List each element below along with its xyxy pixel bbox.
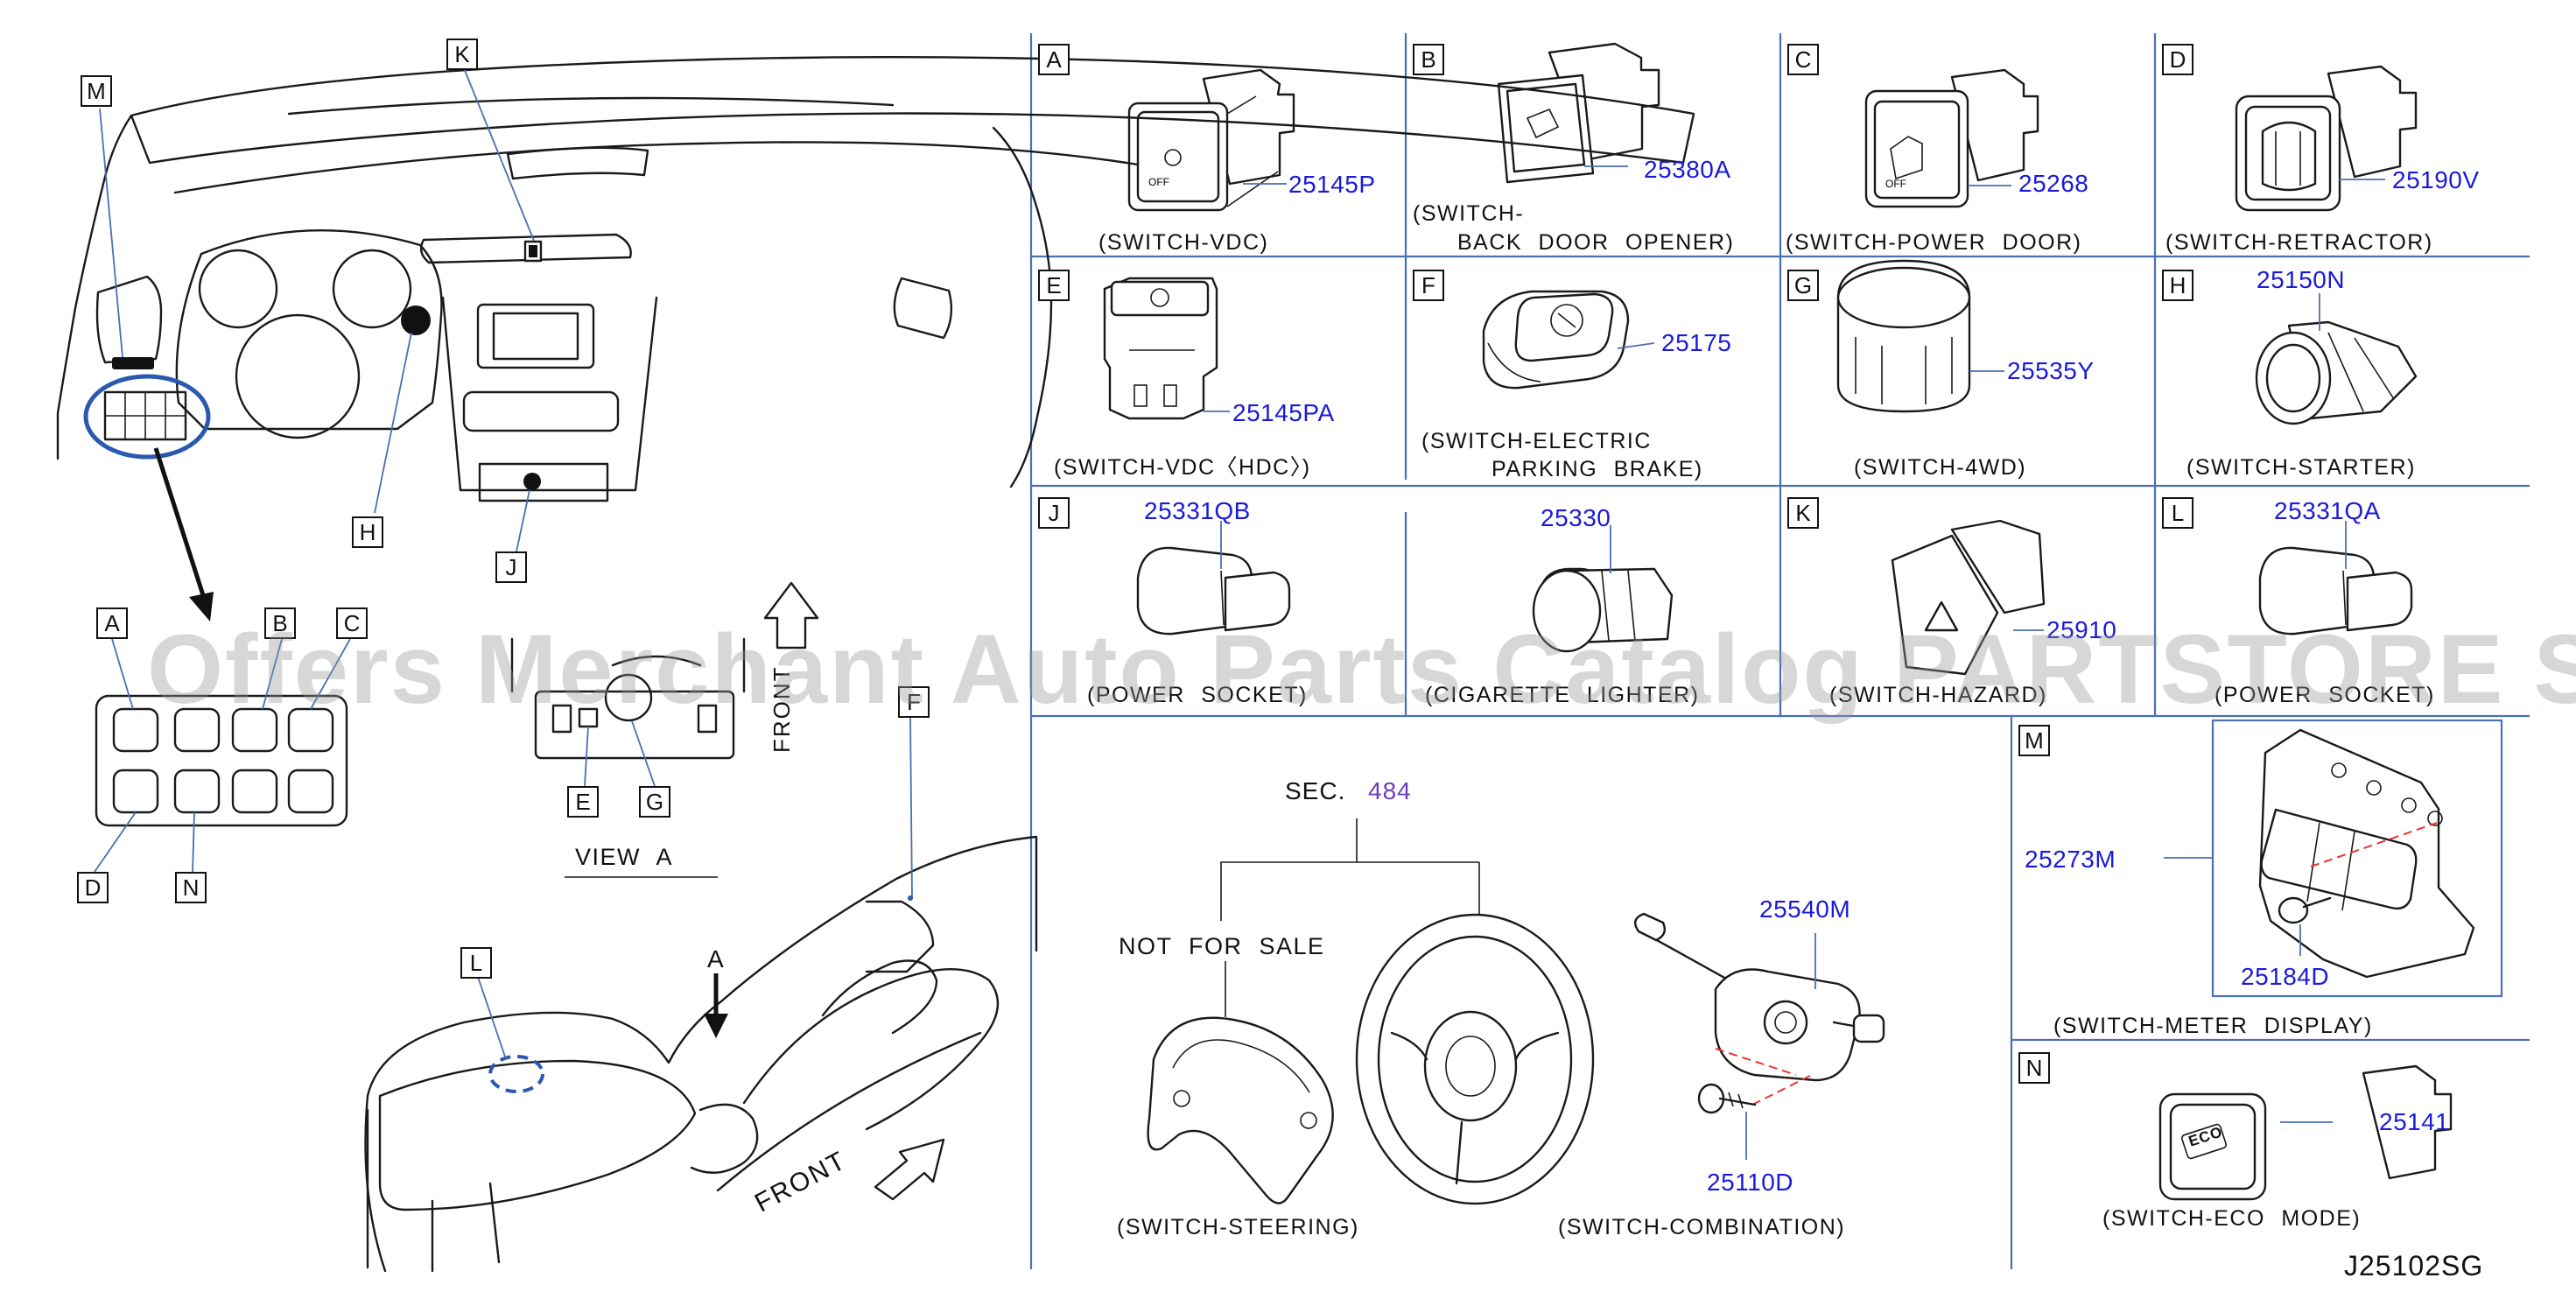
part-number-25145p[interactable]: 25145P: [1288, 171, 1376, 198]
switch-vdc-hdc-drawing: [1103, 277, 1230, 420]
dashboard-drawing: [56, 56, 1695, 621]
switch-back-door-opener-drawing: [1497, 42, 1660, 184]
cell-letter-l: L: [2162, 497, 2193, 529]
center-console-drawing: [364, 713, 1038, 1273]
console-letter-l: L: [460, 947, 492, 979]
part-number-25268[interactable]: 25268: [2018, 170, 2089, 197]
diagram-code: J25102SG: [2344, 1250, 2484, 1281]
view-a-drawing: [510, 581, 819, 878]
section-number-link[interactable]: 484: [1368, 777, 1412, 804]
console-letter-f: F: [898, 686, 930, 718]
switch-power-door-drawing: OFF: [1864, 68, 2039, 208]
eco-mode-switch-drawing: [2158, 1064, 2453, 1201]
cigarette-lighter-drawing: [1404, 512, 1674, 716]
cell-letter-m: M: [2018, 725, 2050, 756]
panel-letter-c: C: [336, 607, 368, 639]
part-number-25175[interactable]: 25175: [1661, 329, 1732, 356]
cell-letter-f: F: [1413, 270, 1444, 301]
panel-letter-n: N: [175, 872, 207, 903]
cell-letter-c: C: [1787, 44, 1819, 75]
caption-back-door-line2: BACK DOOR OPENER): [1457, 230, 1735, 255]
part-number-25150n[interactable]: 25150N: [2257, 266, 2346, 293]
dash-letter-h: H: [352, 516, 383, 548]
dash-letter-k: K: [446, 39, 478, 70]
caption-combination: (SWITCH-COMBINATION): [1558, 1215, 1846, 1239]
cell-letter-e: E: [1038, 270, 1070, 301]
part-number-25330[interactable]: 25330: [1541, 504, 1611, 531]
svg-text:OFF: OFF: [1885, 178, 1906, 190]
part-number-25110d[interactable]: 25110D: [1707, 1169, 1794, 1196]
caption-power-door: (SWITCH-POWER DOOR): [1786, 230, 2082, 255]
front-label-vertical: FRONT: [769, 665, 795, 753]
view-a-label: VIEW A: [575, 844, 674, 870]
power-socket-j-drawing: [1136, 521, 1291, 635]
steering-section-drawing: [1147, 818, 1595, 1205]
caption-starter: (SWITCH-STARTER): [2186, 455, 2416, 480]
cell-letter-j: J: [1038, 497, 1070, 529]
switch-hazard-drawing: [1891, 519, 2046, 676]
switch-parking-brake-drawing: [1482, 290, 1655, 390]
part-number-25910[interactable]: 25910: [2046, 616, 2117, 643]
part-number-25145pa[interactable]: 25145PA: [1232, 399, 1335, 426]
caption-power-socket-l: (POWER SOCKET): [2215, 683, 2435, 707]
cell-letter-b: B: [1413, 44, 1444, 75]
switch-panel-drawing: [94, 638, 351, 873]
part-number-25273m[interactable]: 25273M: [2025, 846, 2116, 873]
part-number-25184d[interactable]: 25184D: [2241, 963, 2330, 990]
meter-display-switch-drawing: [2164, 719, 2503, 998]
caption-cigarette-lighter: (CIGARETTE LIGHTER): [1425, 683, 1700, 707]
caption-meter-display: (SWITCH-METER DISPLAY): [2053, 1014, 2373, 1038]
cell-grid: [1029, 33, 2530, 1269]
caption-switch-vdc: (SWITCH-VDC): [1098, 230, 1269, 255]
part-number-25141[interactable]: 25141: [2379, 1108, 2450, 1135]
power-socket-l-drawing: [2258, 521, 2413, 635]
cell-letter-a: A: [1038, 44, 1070, 75]
panel-letter-d: D: [77, 872, 109, 903]
caption-parking-brake-line2: PARKING BRAKE): [1492, 457, 1703, 481]
caption-4wd: (SWITCH-4WD): [1854, 455, 2027, 480]
panel-letter-b: B: [264, 607, 296, 639]
caption-power-socket-j: (POWER SOCKET): [1087, 683, 1308, 707]
part-number-25331qb[interactable]: 25331QB: [1144, 497, 1251, 524]
caption-retractor: (SWITCH-RETRACTOR): [2165, 230, 2433, 255]
caption-hazard: (SWITCH-HAZARD): [1829, 683, 2047, 707]
panel-letter-a: A: [96, 607, 128, 639]
cell-letter-d: D: [2162, 44, 2193, 75]
cell-letter-k: K: [1787, 497, 1819, 529]
combination-switch-drawing: [1633, 912, 1885, 1160]
part-number-25331qa[interactable]: 25331QA: [2274, 497, 2381, 524]
switch-retractor-drawing: [2235, 65, 2418, 212]
cell-letter-h: H: [2162, 270, 2193, 301]
part-number-25535y[interactable]: 25535Y: [2007, 357, 2095, 384]
caption-parking-brake-line1: (SWITCH-ELECTRIC: [1421, 429, 1652, 453]
not-for-sale-label: NOT FOR SALE: [1119, 933, 1325, 959]
view-letter-g: G: [639, 786, 670, 818]
caption-back-door-line1: (SWITCH-: [1413, 201, 1525, 226]
section-label: SEC.: [1285, 777, 1346, 804]
switch-vdc-drawing: OFF: [1127, 68, 1295, 212]
dash-letter-m: M: [81, 75, 112, 107]
svg-text:OFF: OFF: [1148, 176, 1169, 188]
switch-4wd-drawing: [1836, 259, 2004, 413]
cell-letter-n: N: [2018, 1052, 2050, 1084]
view-letter-e: E: [567, 786, 599, 818]
arrow-a-label: A: [707, 945, 725, 972]
switch-starter-drawing: [2255, 293, 2418, 425]
caption-eco-mode: (SWITCH-ECO MODE): [2102, 1206, 2362, 1231]
caption-vdc-hdc: (SWITCH-VDC〈HDC〉): [1054, 455, 1311, 480]
dash-letter-j: J: [495, 551, 527, 583]
part-number-25190v[interactable]: 25190V: [2392, 166, 2480, 193]
caption-steering: (SWITCH-STEERING): [1117, 1215, 1359, 1239]
cell-letter-g: G: [1787, 270, 1819, 301]
part-number-25540m[interactable]: 25540M: [1759, 895, 1851, 923]
part-number-25380a[interactable]: 25380A: [1644, 156, 1731, 183]
